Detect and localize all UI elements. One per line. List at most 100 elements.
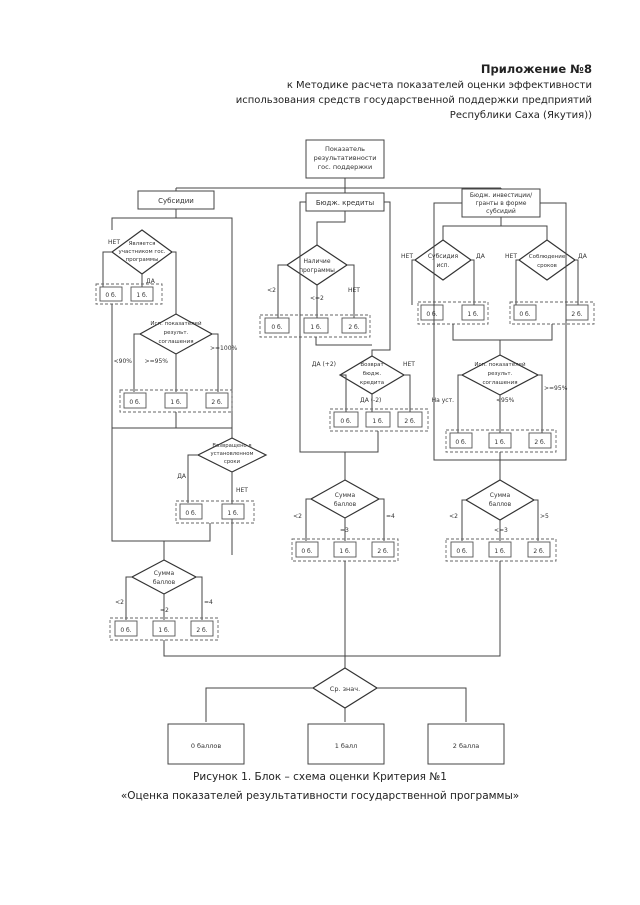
figure-caption-line-1: Рисунок 1. Блок – схема оценки Критерия … (193, 771, 447, 783)
dlp-le2: <=2 (310, 295, 324, 302)
score-1-f: 1 б. (372, 418, 383, 425)
dir-line-2: результ. (488, 371, 513, 377)
drp-line-3: кредита (360, 380, 384, 386)
dsl-eq4: =4 (204, 599, 213, 606)
dsm-eq4: =4 (386, 513, 395, 520)
dsr-lt2: <2 (449, 513, 458, 520)
score-2-g: 2 б. (377, 548, 388, 555)
drp-line-2: бюдж. (363, 371, 382, 377)
start-box (305, 139, 385, 179)
dsl-line-1: Сумма (154, 570, 175, 577)
decision-sum-mid (309, 479, 381, 519)
score-0-d: 0 б. (120, 627, 131, 634)
drt-line-1: Возвращено в (212, 443, 251, 449)
start-line-1: Показатель (325, 145, 365, 153)
dpm-line-2: участником гос. (119, 249, 166, 255)
din-ge95: >=95% (145, 358, 169, 365)
drp-line-1: Возврат (360, 362, 384, 368)
dir-ge95: >=95% (544, 385, 568, 392)
dsr-gt5: >5 (540, 513, 549, 520)
decision-sum-right (464, 479, 536, 521)
score-1-k: 1 б. (494, 548, 505, 555)
dlp-line-2: программы (299, 267, 335, 274)
score-1-j: 1 б. (494, 439, 505, 446)
score-2-j: 2 б. (534, 439, 545, 446)
appendix-subtitle-line-3: Республики Саха (Якутия)) (449, 110, 592, 121)
score-0-h: 0 б. (426, 311, 437, 318)
result-0 (167, 723, 245, 765)
dsm-line-2: баллов (334, 501, 357, 508)
din-line-3: соглашения (158, 339, 193, 345)
branch-invest-line-1: Бюдж. инвестиции/ (470, 192, 533, 199)
decision-loan-program (285, 244, 349, 286)
decision-deadline (517, 239, 577, 281)
dsl-lt2: <2 (115, 599, 124, 606)
decision-sum-left (130, 559, 198, 595)
ddl-line-1: Соблюдение (529, 254, 566, 260)
din-line-2: результ. (164, 330, 189, 336)
dir-line-1: Исп. показателей (474, 361, 526, 368)
branch-subsidies-label: Субсидии (158, 197, 194, 205)
score-1-c: 1 б. (227, 510, 238, 517)
dlp-line-1: Наличие (303, 258, 330, 265)
score-1-e: 1 б. (310, 324, 321, 331)
score-2-b: 2 б. (211, 399, 222, 406)
score-2-d: 2 б. (196, 627, 207, 634)
dlp-no: НЕТ (348, 287, 360, 294)
score-2-i: 2 б. (571, 311, 582, 318)
score-2-e: 2 б. (348, 324, 359, 331)
din-line-1: Исп. показателей (150, 320, 202, 327)
din-ge100: >=100% (210, 345, 238, 352)
dsr-line-2: баллов (489, 501, 512, 508)
score-0-f: 0 б. (340, 418, 351, 425)
score-1-b: 1 б. (170, 399, 181, 406)
score-0-i: 0 б. (519, 311, 530, 318)
dpm-line-3: программы (126, 257, 159, 263)
result-1 (307, 723, 385, 765)
score-1-d: 1 б. (158, 627, 169, 634)
dpm-no: НЕТ (108, 239, 120, 246)
dsu-no: НЕТ (401, 253, 413, 260)
dsl-line-2: баллов (153, 579, 176, 586)
score-1-h: 1 б. (467, 311, 478, 318)
dsu-line-1: Субсидия (428, 253, 459, 260)
branch-loans-label: Бюдж. кредиты (316, 199, 374, 207)
dsu-line-2: исп. (436, 262, 449, 269)
dsr-le3: <=3 (494, 527, 508, 534)
ddl-no: НЕТ (505, 253, 517, 260)
result-0-label: 0 баллов (191, 742, 221, 750)
dir-lt95: <95% (496, 397, 515, 404)
result-2-label: 2 балла (453, 742, 480, 750)
score-1-g: 1 б. (339, 548, 350, 555)
decision-subsidy-use (413, 239, 473, 281)
score-0-g: 0 б. (301, 548, 312, 555)
drp-yes-plan: ДА (+2) (312, 361, 336, 368)
branch-invest-line-2: гранты в форме (476, 200, 527, 207)
ddl-yes: ДА (578, 253, 588, 260)
result-1-label: 1 балл (335, 742, 358, 750)
drt-line-3: сроки (224, 459, 240, 465)
dir-lt-lim: На уст. (432, 397, 454, 404)
dpm-yes: ДА (146, 278, 156, 285)
drp-no: НЕТ (403, 361, 415, 368)
score-0-k: 0 б. (456, 548, 467, 555)
drp-yes-minus: ДА (-2) (360, 397, 381, 404)
dsr-line-1: Сумма (490, 492, 511, 499)
appendix-title: Приложение №8 (480, 62, 592, 76)
drt-no: НЕТ (236, 487, 248, 494)
ddl-line-2: сроков (537, 263, 557, 269)
score-0-e: 0 б. (271, 324, 282, 331)
dpm-line-1: Является (129, 241, 156, 247)
start-line-2: результативности (314, 154, 377, 162)
score-2-k: 2 б. (533, 548, 544, 555)
score-0-c: 0 б. (185, 510, 196, 517)
branch-invest-line-3: субсидий (486, 208, 516, 215)
figure-caption-line-2: «Оценка показателей результативности гос… (120, 790, 520, 802)
dir-line-3: соглашения (482, 380, 517, 386)
score-0-b: 0 б. (129, 399, 140, 406)
score-2-f: 2 б. (404, 418, 415, 425)
dsu-yes: ДА (476, 253, 486, 260)
dsm-eq3: =3 (340, 527, 349, 534)
avg-label: Ср. знач. (330, 685, 360, 693)
